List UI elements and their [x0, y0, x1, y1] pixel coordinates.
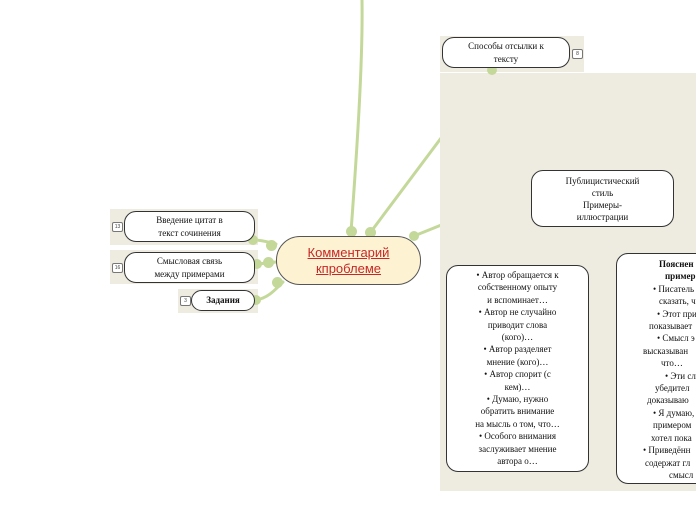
explain-line: • Приведённ [643, 445, 691, 456]
citing-methods-line1: Способы отсылки к [468, 41, 544, 51]
explain-line: показывает [649, 321, 693, 332]
phrase-line: автора о… [497, 456, 538, 467]
explain-line: содержат гл [645, 457, 691, 468]
phrase-line: (кого)… [501, 332, 534, 343]
phrase-line: приводит слова [487, 319, 548, 330]
phrase-line: собственному опыту [477, 282, 558, 293]
central-topic-line2: кпроблеме [315, 260, 382, 276]
quotes-intro-count-badge[interactable]: 13 [112, 222, 123, 232]
citing-methods-node[interactable]: Способы отсылки к тексту [442, 37, 570, 68]
phrase-line: • Автор спорит (с [484, 369, 551, 380]
explain-line: примером [653, 420, 692, 431]
quotes-intro-line1: Введение цитат в [156, 215, 223, 225]
quotes-intro-line2: текст сочинения [158, 227, 221, 238]
style-line: иллюстрации [576, 211, 629, 222]
connector-dot [365, 227, 376, 238]
style-line: Примеры- [582, 199, 623, 210]
tasks-count-badge[interactable]: 3 [180, 296, 191, 306]
phrase-line: • Автор не случайно [478, 307, 557, 318]
explain-line: • Эти сл [665, 370, 696, 381]
explain-line: сказать, ч [659, 296, 696, 307]
explain-line: высказыван [643, 345, 689, 356]
explain-line: пример [665, 271, 696, 282]
semantic-link-count-badge[interactable]: 16 [112, 263, 123, 273]
phrase-line: на мысль о том, что… [475, 418, 560, 429]
explain-line: • Смысл э [657, 333, 695, 344]
connector-dot [248, 235, 258, 245]
phrase-line: • Думаю, нужно [486, 394, 549, 405]
explain-line: доказываю [647, 395, 689, 406]
publicistic-style-node[interactable]: Публицистический стиль Примеры- иллюстра… [531, 170, 674, 227]
explanation-node[interactable]: Пояснен пример • Писатель сказать, ч • Э… [616, 253, 696, 484]
connector-dot [272, 277, 283, 288]
connector-dot [266, 240, 277, 251]
quotes-intro-node[interactable]: Введение цитат в текст сочинения [124, 211, 255, 242]
author-phrases-node[interactable]: • Автор обращается к собственному опыту … [446, 265, 589, 472]
connector-dot [252, 259, 262, 269]
connector-dot [251, 295, 261, 305]
explain-line: • Я думаю, [653, 407, 695, 418]
semantic-link-node[interactable]: Смысловая связь между примерами [124, 252, 255, 283]
semantic-link-line2: между примерами [154, 268, 225, 279]
explain-line: • Этот при [657, 308, 696, 319]
style-line: Публицистический [565, 175, 640, 186]
phrase-line: • Автор разделяет [483, 344, 552, 355]
explain-line: Пояснен [659, 259, 694, 269]
connector-dot [409, 231, 419, 241]
citing-methods-line2: тексту [493, 53, 519, 64]
style-line: стиль [591, 187, 614, 198]
explain-line: убедител [655, 383, 690, 394]
explain-line: • Писатель [653, 283, 695, 294]
connector-dot [263, 257, 274, 268]
phrase-line: заслуживает мнение [478, 443, 557, 454]
branch-up [349, 0, 364, 234]
phrase-line: обратить внимание [480, 406, 555, 417]
phrase-line: мнение (кого)… [486, 356, 549, 367]
phrase-line: кем)… [504, 381, 531, 392]
explain-line: смысл [669, 469, 694, 480]
explain-line: что… [661, 358, 683, 369]
connector-dot [346, 226, 357, 237]
tasks-node[interactable]: Задания [191, 290, 255, 311]
explain-line: хотел пока [651, 432, 692, 443]
central-topic[interactable]: Комментарий кпроблеме [276, 236, 421, 285]
citing-methods-count-badge[interactable]: 8 [572, 49, 583, 59]
semantic-link-line1: Смысловая связь [156, 256, 223, 266]
connector-dot [487, 65, 497, 75]
central-topic-line1: Комментарий [307, 244, 390, 260]
tasks-label: Задания [206, 295, 240, 306]
phrase-line: • Автор обращается к [476, 270, 559, 280]
phrase-line: и вспоминает… [487, 294, 548, 305]
phrase-line: • Особого внимания [479, 431, 556, 442]
